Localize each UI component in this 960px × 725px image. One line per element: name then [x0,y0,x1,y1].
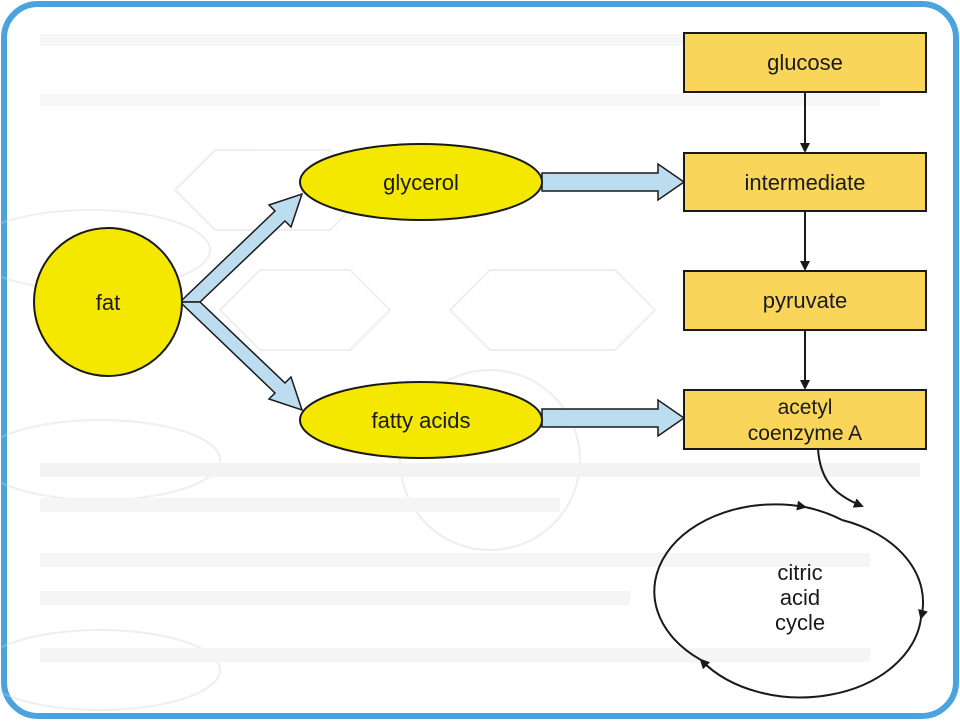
intermediate-label: intermediate [744,170,865,195]
cycle-arc-right [841,519,928,620]
fatty-acids-label: fatty acids [371,408,470,433]
acetyl-label-line1: acetyl [778,396,833,419]
background-ghost-shapes [0,34,920,711]
glucose-label: glucose [767,50,843,75]
cycle-arc-left [653,500,807,661]
glycerol-node [299,143,543,221]
fat-to-fatty-acids-arrow [178,301,304,412]
acetyl-coenzyme-a-box [683,389,927,450]
cycle-label-line2: acid [780,585,820,610]
acetyl-label-line2: coenzyme A [748,422,862,445]
fatty-acids-node [299,381,543,459]
cycle-label-line1: citric [777,560,822,585]
fat-split-arrows [178,192,304,412]
cycle-arc-bottom [699,617,922,699]
glycerol-label: glycerol [383,170,459,195]
glucose-box [683,32,927,93]
acetyl-to-cycle-arrow [817,448,864,508]
pyruvate-label: pyruvate [763,288,847,313]
cycle-label-line3: cycle [775,610,825,635]
intermediate-box [683,152,927,212]
fat-to-glycerol-arrow [178,192,304,303]
pyruvate-box [683,270,927,331]
citric-acid-cycle [653,500,928,699]
fat-node [33,227,183,377]
fat-label: fat [96,290,120,315]
cycle-arc-top [804,506,843,521]
fatty-acids-to-acetyl-arrow [541,398,686,438]
glycerol-to-intermediate-arrow [541,162,686,202]
